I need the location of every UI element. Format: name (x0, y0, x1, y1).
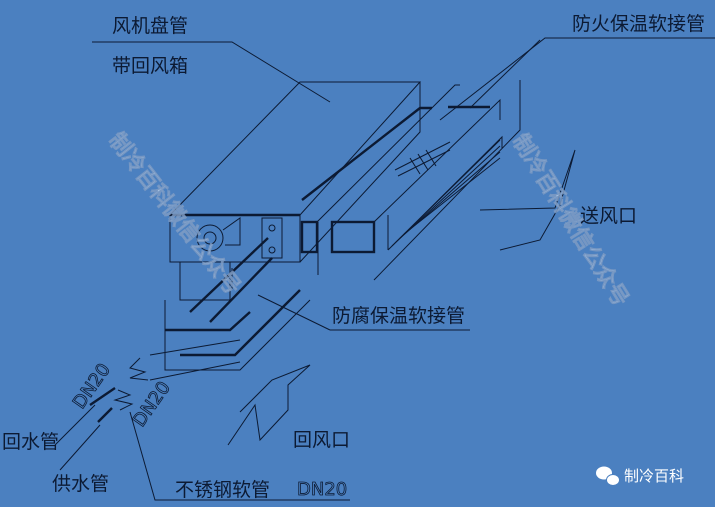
label-return-pipe: 回水管 (2, 431, 59, 453)
wechat-icon (596, 466, 620, 486)
label-fireproof-connector: 防火保温软接管 (572, 13, 705, 35)
leader-lines (92, 37, 715, 501)
fan-coil-unit (168, 81, 490, 263)
label-return-inlet: 回风口 (293, 429, 350, 451)
label-fan-coil: 风机盘管 (112, 15, 188, 37)
watermark-left: 制冷百科微信公众号 (103, 128, 245, 300)
label-dn-lower: DN20 (129, 378, 175, 431)
label-supply-pipe: 供水管 (52, 473, 109, 495)
return-box (164, 237, 311, 371)
label-return-box: 带回风箱 (112, 55, 188, 77)
label-supply-outlet: 送风口 (580, 205, 637, 227)
logo-text: 制冷百科 (624, 467, 684, 485)
supply-arrow (479, 149, 576, 251)
stainless-hoses (54, 339, 241, 471)
label-anticorrosion-connector: 防腐保温软接管 (332, 305, 465, 327)
supply-duct (300, 39, 541, 281)
label-stainless-hose: 不锈钢软管 (175, 479, 270, 501)
return-arrow (227, 364, 311, 446)
label-dn-hose: DN20 (297, 479, 347, 500)
logo: 制冷百科 (596, 466, 684, 486)
